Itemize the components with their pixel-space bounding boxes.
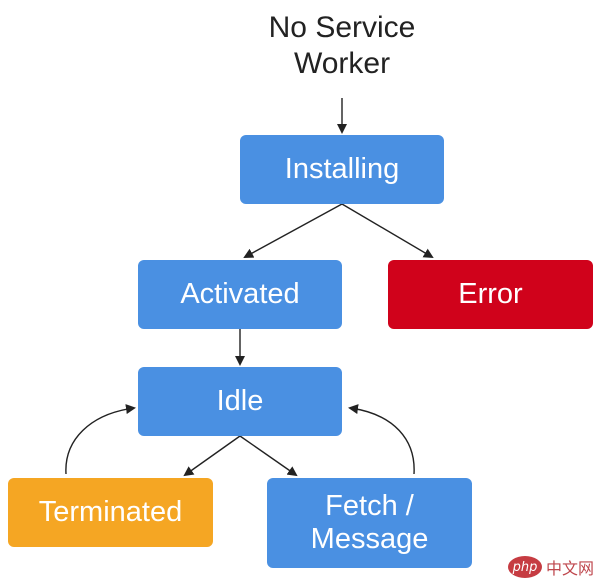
terminated-node: Terminated: [8, 478, 213, 547]
edge-terminated-to-idle: [65, 404, 136, 475]
terminated-label: Terminated: [38, 496, 183, 528]
edge-fetch-to-idle: [348, 404, 415, 475]
edge-installing-to-error: [341, 203, 434, 259]
start-state-label: No Service Worker: [242, 10, 442, 82]
edge-installing-to-activated: [243, 203, 343, 258]
idle-node: Idle: [138, 367, 342, 436]
start-state-line-2: Worker: [293, 47, 391, 80]
start-state-line-1: No Service: [268, 11, 416, 44]
watermark-site-text: 中文网: [545, 559, 594, 578]
installing-label: Installing: [284, 153, 400, 185]
error-label: Error: [458, 278, 523, 310]
edge-idle-to-terminated: [183, 435, 241, 477]
fetch-message-line-1: Fetch /: [325, 490, 414, 522]
error-node: Error: [388, 260, 593, 329]
installing-node: Installing: [240, 135, 444, 204]
edge-idle-to-fetch: [239, 435, 298, 477]
activated-label: Activated: [180, 278, 300, 310]
idle-label: Idle: [216, 385, 264, 417]
site-watermark: php 中文网: [507, 555, 594, 579]
fetch-message-node: Fetch / Message: [267, 478, 472, 568]
fetch-message-line-2: Message: [310, 523, 429, 555]
activated-node: Activated: [138, 260, 342, 329]
php-logo-icon: php: [507, 556, 542, 578]
